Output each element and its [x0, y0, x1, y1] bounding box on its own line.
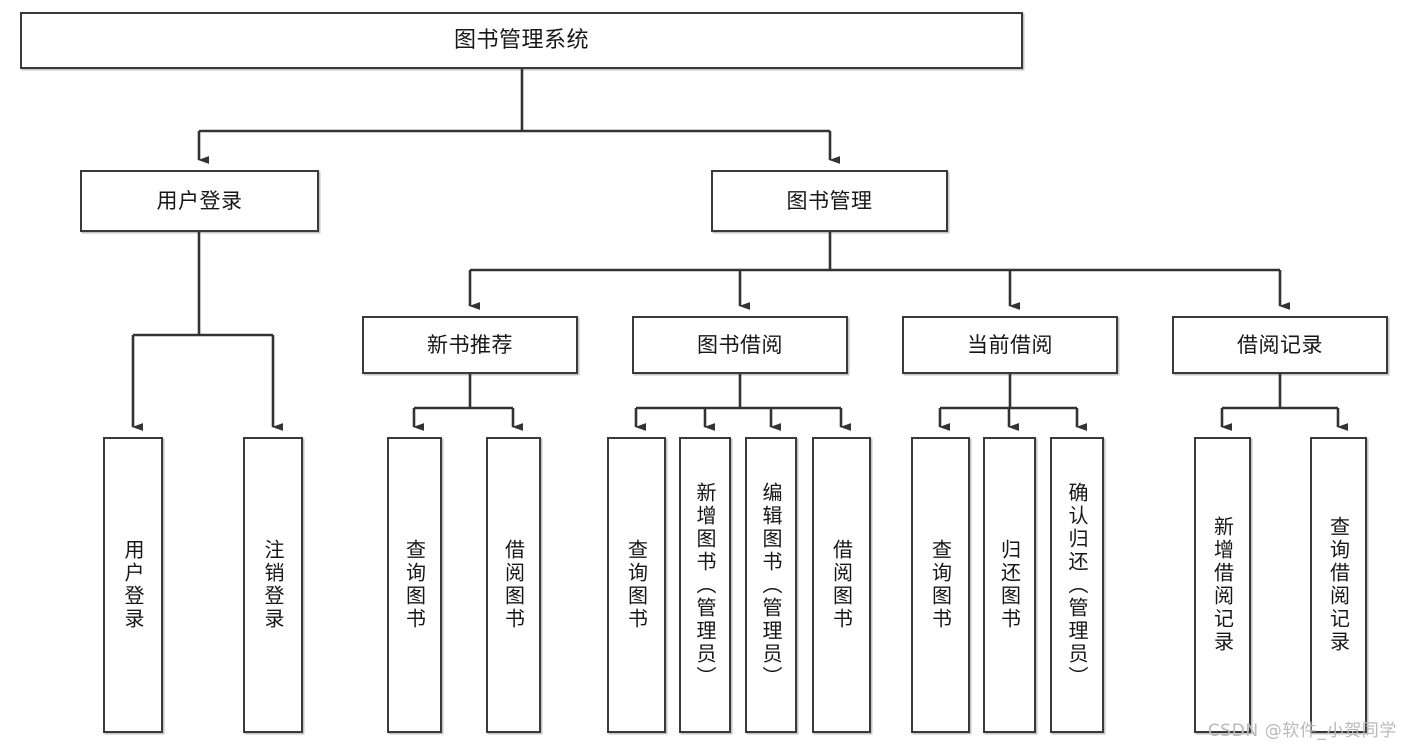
node-leaf-logout[interactable]: 注销登录 [243, 437, 303, 733]
node-leaf-borrow-book-2[interactable]: 借阅图书 [812, 437, 871, 733]
node-label: 用户登录 [156, 188, 243, 213]
node-label: 查询借阅记录 [1326, 516, 1351, 654]
node-label: 归还图书 [997, 539, 1022, 631]
node-label: 确认归还（管理员） [1065, 481, 1089, 689]
node-leaf-query-book-3[interactable]: 查询图书 [911, 437, 970, 733]
node-leaf-query-book-2[interactable]: 查询图书 [607, 437, 666, 733]
node-leaf-query-book-1[interactable]: 查询图书 [387, 437, 442, 733]
node-root-system[interactable]: 图书管理系统 [20, 12, 1023, 69]
node-label: 查询图书 [624, 539, 649, 631]
node-label: 图书借阅 [697, 332, 783, 357]
node-label: 当前借阅 [967, 332, 1053, 357]
node-leaf-add-record[interactable]: 新增借阅记录 [1194, 437, 1251, 733]
node-leaf-borrow-book-1[interactable]: 借阅图书 [486, 437, 541, 733]
watermark-csdn: CSDN @软件_小贺同学 [1207, 721, 1397, 741]
node-borrow-record[interactable]: 借阅记录 [1172, 316, 1388, 374]
node-label: 查询图书 [402, 539, 427, 631]
node-label: 用户登录 [121, 539, 145, 631]
node-leaf-return-book[interactable]: 归还图书 [983, 437, 1036, 733]
node-label: 借阅图书 [829, 539, 854, 631]
node-label: 图书管理系统 [453, 27, 589, 53]
node-label: 新增图书（管理员） [693, 481, 717, 689]
node-label: 借阅图书 [501, 539, 526, 631]
node-label: 查询图书 [928, 539, 953, 631]
node-label: 编辑图书（管理员） [759, 481, 783, 689]
node-book-borrow[interactable]: 图书借阅 [632, 316, 848, 374]
node-leaf-add-book[interactable]: 新增图书（管理员） [679, 437, 731, 733]
node-current-borrow[interactable]: 当前借阅 [902, 316, 1118, 374]
node-label: 借阅记录 [1237, 332, 1323, 357]
node-user-login[interactable]: 用户登录 [80, 170, 319, 232]
node-leaf-confirm-return[interactable]: 确认归还（管理员） [1050, 437, 1104, 733]
node-label: 新书推荐 [427, 332, 513, 357]
node-label: 新增借阅记录 [1210, 516, 1235, 654]
node-leaf-user-login[interactable]: 用户登录 [103, 437, 163, 733]
node-label: 图书管理 [786, 188, 873, 213]
node-leaf-query-record[interactable]: 查询借阅记录 [1310, 437, 1367, 733]
node-new-book-recommend[interactable]: 新书推荐 [362, 316, 578, 374]
node-label: 注销登录 [261, 539, 285, 631]
node-book-manage[interactable]: 图书管理 [711, 170, 948, 232]
node-leaf-edit-book[interactable]: 编辑图书（管理员） [745, 437, 797, 733]
